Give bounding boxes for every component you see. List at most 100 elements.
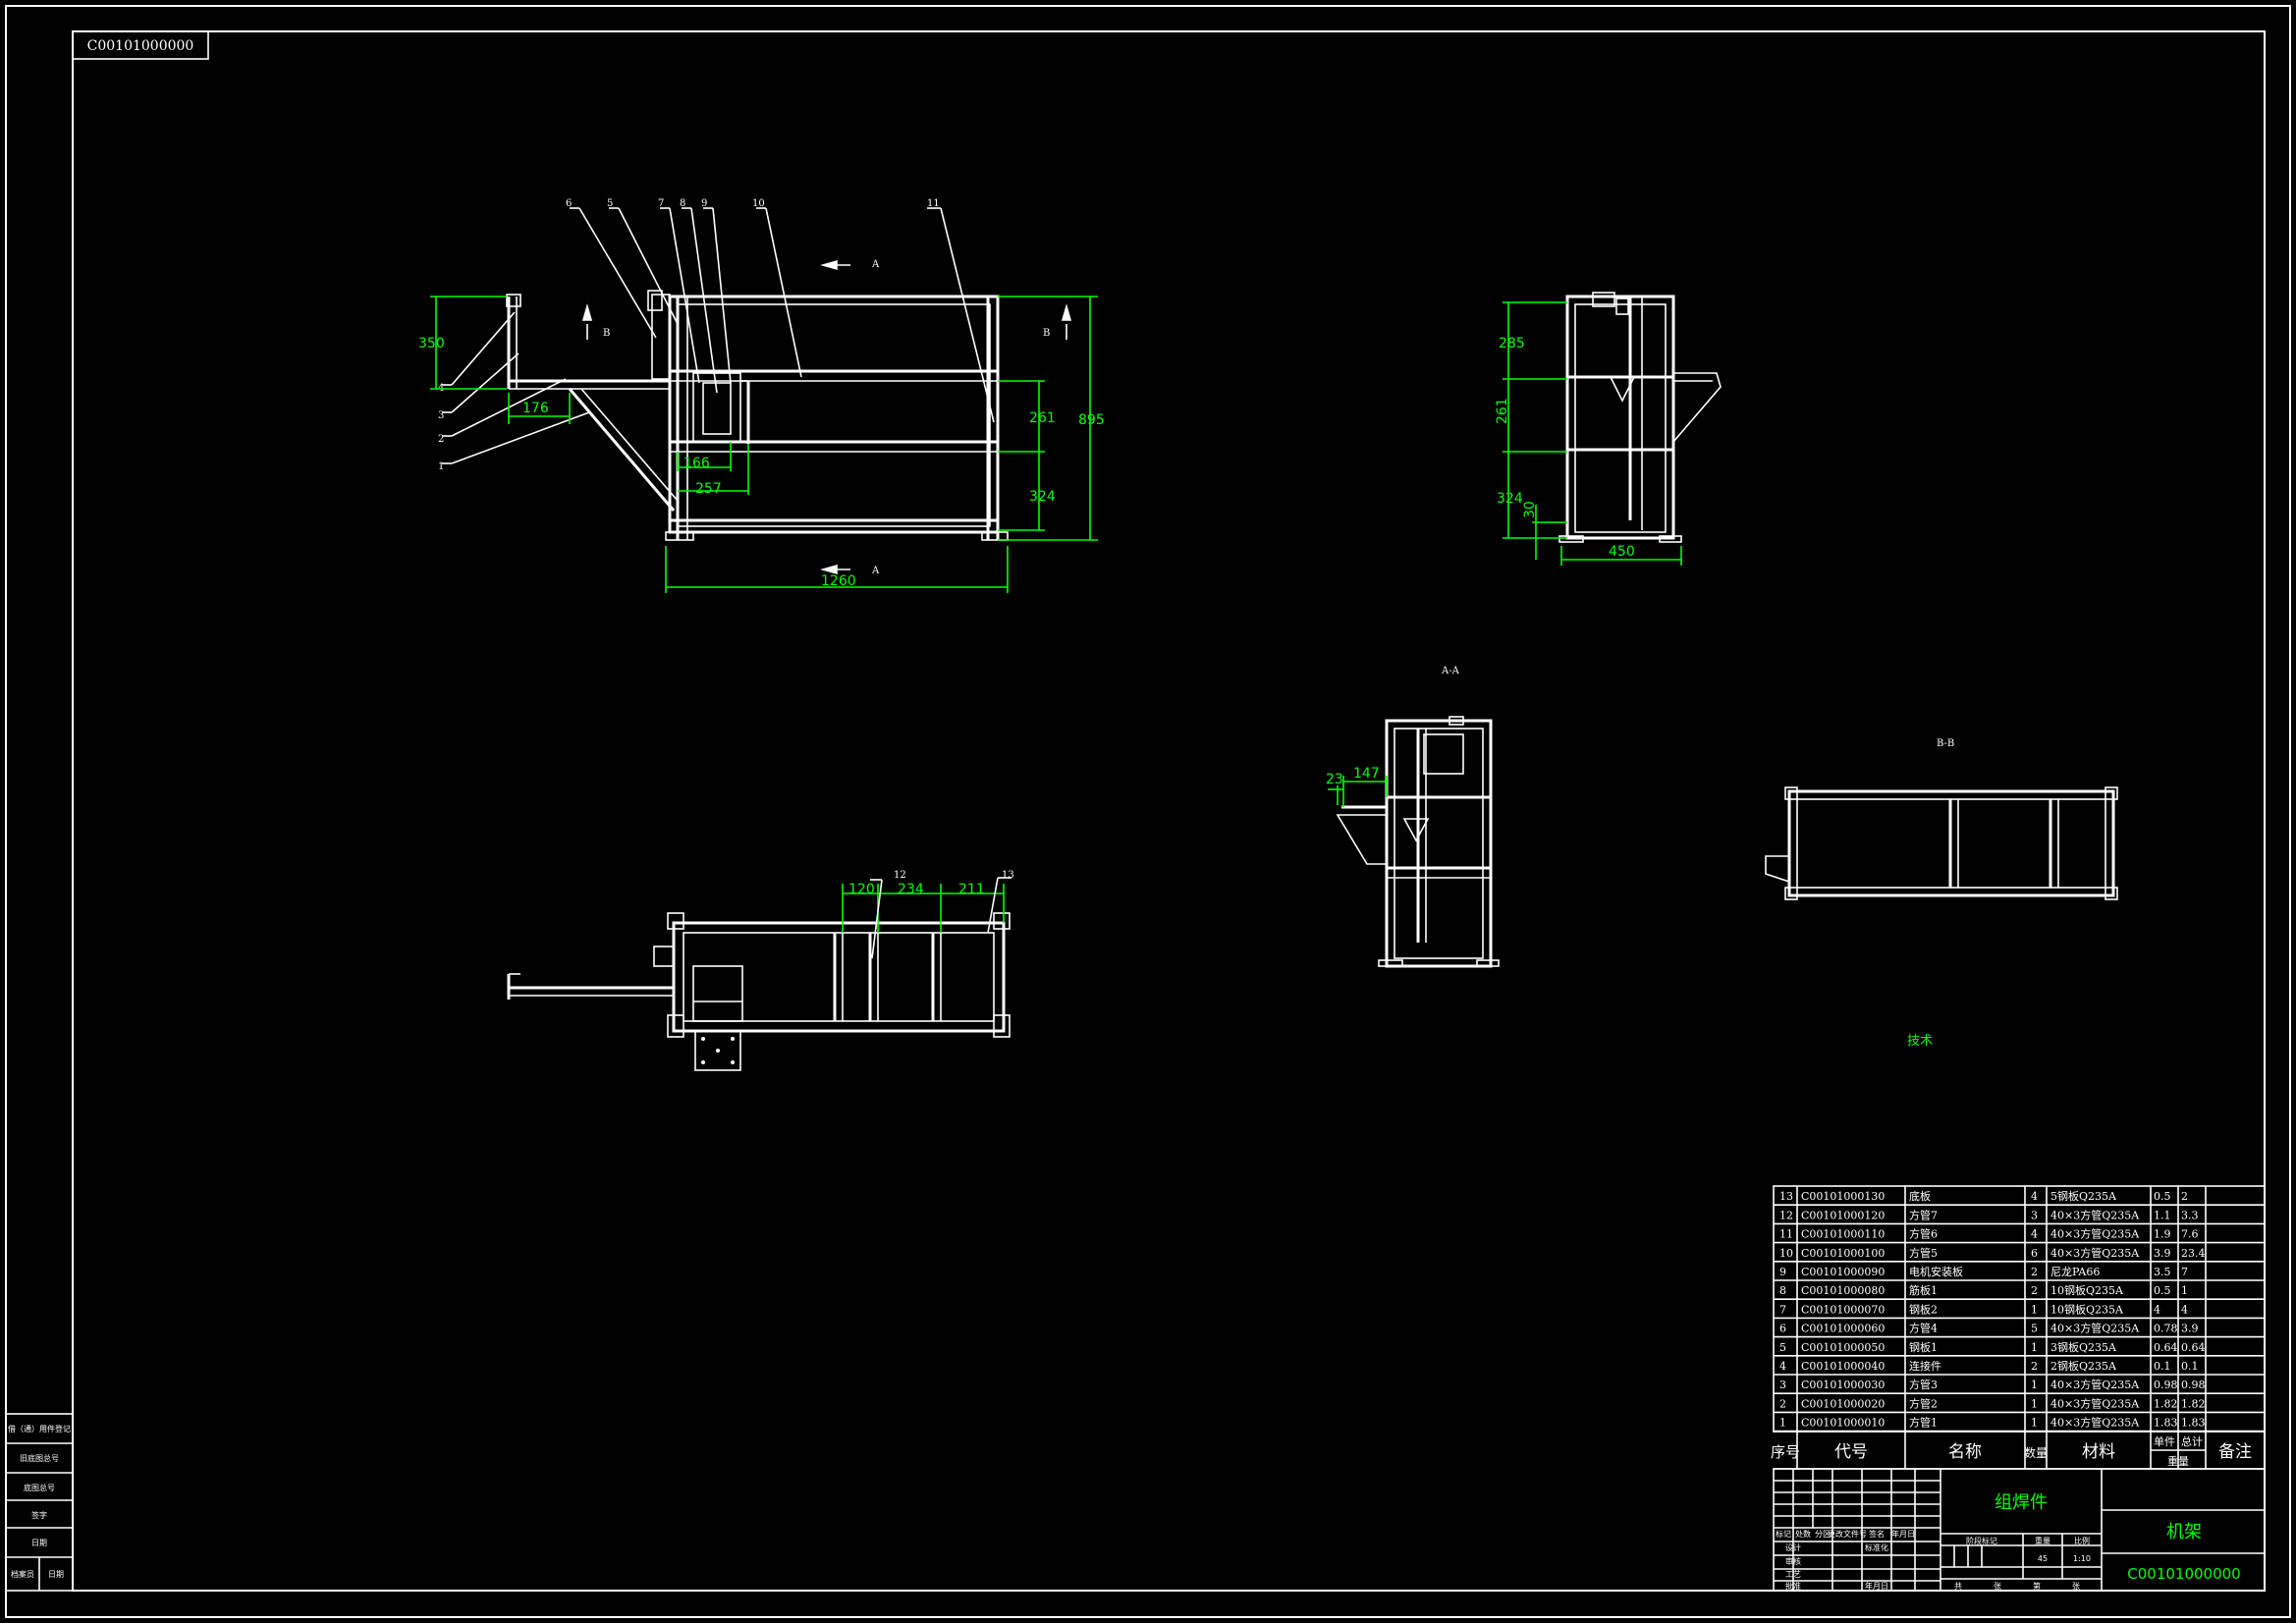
bom-cell-name: 方管2 <box>1909 1396 1938 1410</box>
bom-cell-unit: 1.9 <box>2154 1228 2171 1241</box>
section-mark-b-left: B <box>603 328 610 339</box>
balloon-8: 8 <box>680 198 685 209</box>
bom-cell-code: C00101000130 <box>1801 1190 1885 1203</box>
bom-header-no: 序号 <box>1771 1443 1800 1461</box>
tb-label-zhang1: 张 <box>1994 1582 2001 1591</box>
bom-cell-total: 7 <box>2181 1266 2188 1278</box>
bom-header-name: 名称 <box>1948 1442 1982 1462</box>
bom-cell-unit: 3.5 <box>2154 1266 2171 1278</box>
balloon-6a: 6 <box>566 198 572 209</box>
bom-cell-material: 3钢板Q235A <box>2050 1340 2117 1354</box>
bom-cell-code: C00101000100 <box>1801 1247 1885 1260</box>
bom-cell-name: 方管7 <box>1909 1208 1938 1221</box>
bom-cell-unit: 0.98 <box>2154 1379 2178 1391</box>
bom-cell-unit: 0.5 <box>2154 1190 2171 1203</box>
tb-label-weight: 重量 <box>2035 1536 2050 1545</box>
tb-label-ratio: 比例 <box>2074 1536 2090 1545</box>
top-dim-234: 234 <box>898 882 924 897</box>
section-mark-b-right: B <box>1043 328 1050 339</box>
bom-cell-name: 筋板1 <box>1909 1283 1938 1297</box>
left-strip: 借（通）用件登记 旧底图总号 底图总号 签字 日期 档案员 日期 <box>5 1413 74 1592</box>
bom-cell-qty: 4 <box>2031 1190 2038 1203</box>
bom-cell-no: 5 <box>1779 1341 1786 1354</box>
tb-label-mark: 标记 <box>1776 1529 1791 1539</box>
front-view: 6 5 7 8 9 10 11 4 3 2 1 A A B B <box>418 198 1105 593</box>
tb-scale: 1:10 <box>2073 1554 2091 1563</box>
bom-header-material: 材料 <box>2082 1442 2115 1462</box>
bom-cell-total: 0.64 <box>2181 1341 2206 1354</box>
bom-cell-material: 40×3方管Q235A <box>2050 1416 2140 1430</box>
section-bb: B-B <box>1765 738 2118 900</box>
balloon-5: 5 <box>607 198 613 209</box>
bom-cell-no: 11 <box>1779 1228 1793 1241</box>
strip-label-0: 借（通）用件登记 <box>8 1424 71 1434</box>
bom-cell-qty: 1 <box>2031 1379 2038 1391</box>
bom-cell-total: 0.1 <box>2181 1360 2199 1373</box>
dim-350: 350 <box>418 336 445 352</box>
bom-cell-code: C00101000110 <box>1801 1228 1885 1241</box>
balloon-11: 11 <box>927 198 940 209</box>
bom-cell-total: 0.98 <box>2181 1379 2206 1391</box>
balloon-2: 2 <box>438 434 444 445</box>
strip-label-5: 档案员 <box>11 1569 34 1579</box>
bom-cell-unit: 1.1 <box>2154 1209 2171 1221</box>
bom-cell-no: 8 <box>1779 1284 1786 1297</box>
bom-cell-unit: 0.1 <box>2154 1360 2171 1373</box>
bom-cell-qty: 1 <box>2031 1397 2038 1410</box>
bom-cell-unit: 3.9 <box>2154 1247 2171 1260</box>
bom-header-remark: 备注 <box>2218 1442 2252 1462</box>
section-mark-a-top: A <box>871 259 880 270</box>
bom-cell-no: 10 <box>1779 1247 1793 1260</box>
bom-cell-material: 10钢板Q235A <box>2050 1302 2124 1316</box>
strip-label-6: 日期 <box>48 1570 64 1579</box>
bom-cell-unit: 0.5 <box>2154 1284 2171 1297</box>
bom-cell-code: C00101000070 <box>1801 1303 1885 1316</box>
bom-cell-qty: 4 <box>2031 1228 2038 1241</box>
bom-cell-total: 2 <box>2181 1190 2188 1203</box>
bom-cell-name: 方管6 <box>1909 1227 1938 1241</box>
balloon-7: 7 <box>658 198 664 209</box>
bom-header-qty: 数量 <box>2024 1445 2048 1460</box>
tb-label-sign: 签名 <box>1869 1529 1885 1539</box>
bom-cell-total: 1 <box>2181 1284 2188 1297</box>
inner-frame <box>72 30 2266 1592</box>
bom-cell-code: C00101000080 <box>1801 1284 1885 1297</box>
tb-label-count: 处数 <box>1795 1529 1811 1539</box>
dim-176: 176 <box>522 401 549 416</box>
balloon-3: 3 <box>438 410 444 421</box>
bom-cell-qty: 2 <box>2031 1266 2038 1278</box>
bom-cell-code: C00101000060 <box>1801 1323 1885 1335</box>
bom-cell-no: 6 <box>1779 1323 1786 1335</box>
bom-cell-material: 40×3方管Q235A <box>2050 1322 2140 1335</box>
section-bb-title: B-B <box>1937 738 1954 749</box>
side-dim-261: 261 <box>1495 398 1510 424</box>
bom-cell-material: 40×3方管Q235A <box>2050 1208 2140 1221</box>
bom-cell-qty: 2 <box>2031 1284 2038 1297</box>
bom-cell-total: 7.6 <box>2181 1228 2199 1241</box>
bom-cell-no: 12 <box>1779 1209 1793 1221</box>
strip-label-4: 日期 <box>31 1539 47 1547</box>
section-mark-a-bottom: A <box>871 566 880 576</box>
bom-cell-unit: 4 <box>2154 1303 2160 1316</box>
bom-cell-total: 23.4 <box>2181 1247 2206 1260</box>
tb-label-sheet: 第 <box>2033 1581 2041 1591</box>
dim-324: 324 <box>1029 489 1056 505</box>
balloon-10: 10 <box>752 198 765 209</box>
bom-cell-name: 钢板2 <box>1909 1302 1938 1316</box>
dim-1260: 1260 <box>821 573 856 589</box>
side-view: 285 261 324 30 450 <box>1495 292 1722 566</box>
bom-cell-name: 连接件 <box>1909 1360 1941 1373</box>
bom-cell-no: 13 <box>1779 1190 1793 1203</box>
tb-label-zone: 分区 <box>1815 1530 1831 1539</box>
tb-label-total: 共 <box>1954 1582 1962 1591</box>
top-dim-120: 120 <box>848 882 875 897</box>
bom-header-total: 总计 <box>2181 1434 2203 1448</box>
dim-166: 166 <box>683 456 710 471</box>
bom-cell-material: 40×3方管Q235A <box>2050 1246 2140 1260</box>
bom-cell-total: 3.9 <box>2181 1323 2199 1335</box>
bom-cell-material: 5钢板Q235A <box>2050 1189 2117 1203</box>
bom-cell-no: 1 <box>1779 1417 1786 1430</box>
bom-header-code: 代号 <box>1834 1442 1868 1462</box>
bom-cell-name: 方管4 <box>1909 1322 1938 1335</box>
bom-cell-code: C00101000030 <box>1801 1379 1885 1391</box>
